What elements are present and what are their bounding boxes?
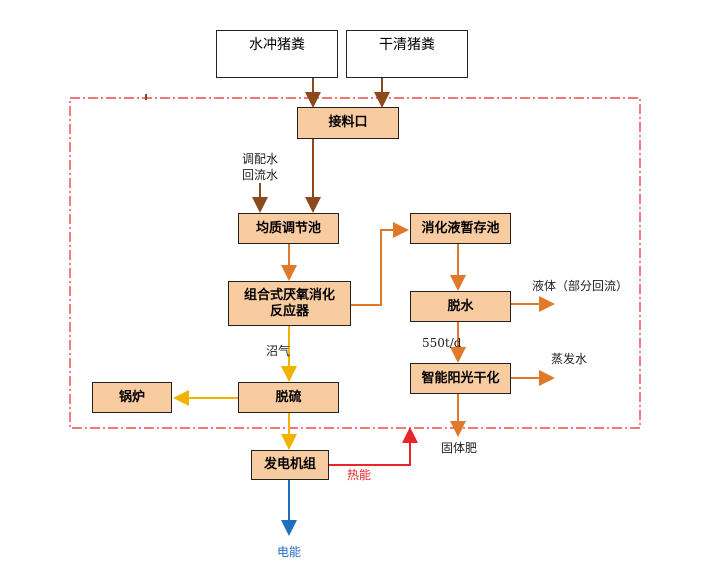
- generator-label: 发电机组: [263, 457, 316, 472]
- intake-box: 接料口: [297, 107, 399, 139]
- dewatering-box: 脱水: [410, 291, 511, 322]
- arrow-generator-heat: [329, 427, 418, 466]
- equalization-box: 均质调节池: [238, 213, 339, 244]
- boiler-box: 锅炉: [92, 382, 172, 413]
- capacity-label: 550t/d: [422, 336, 462, 350]
- mix-water-label-line1: 调配水: [242, 152, 279, 166]
- generator-box: 发电机组: [251, 450, 329, 480]
- mix-water-label-line2: 回流水: [242, 168, 279, 182]
- dewatering-label: 脱水: [447, 298, 474, 314]
- source-water-flush: 水冲猪粪: [216, 30, 338, 78]
- reactor-label-line2: 反应器: [269, 303, 309, 319]
- digestate-tank-label: 消化液暂存池: [421, 220, 500, 236]
- reactor-box: 组合式厌氧消化 反应器: [228, 281, 351, 326]
- liquid-label: 液体（部分回流）: [532, 279, 629, 293]
- digestate-tank-box: 消化液暂存池: [410, 213, 511, 244]
- intake-label: 接料口: [328, 115, 368, 130]
- desulfurization-box: 脱硫: [238, 382, 339, 413]
- source-water-flush-label: 水冲猪粪: [249, 37, 305, 53]
- source-dry-clean: 干清猪粪: [346, 30, 468, 78]
- equalization-label: 均质调节池: [255, 220, 321, 236]
- source-dry-clean-label: 干清猪粪: [379, 37, 435, 53]
- biogas-label: 沼气: [266, 344, 291, 358]
- solar-drying-label: 智能阳光干化: [421, 370, 500, 386]
- desulfurization-label: 脱硫: [275, 389, 302, 405]
- solid-fertilizer-label: 固体肥: [441, 441, 478, 455]
- solar-drying-box: 智能阳光干化: [410, 363, 511, 394]
- arrow-reactor-to-digestate: [351, 222, 409, 306]
- electricity-label: 电能: [277, 545, 302, 559]
- boiler-label: 锅炉: [118, 389, 145, 405]
- heat-label: 热能: [347, 468, 372, 482]
- evaporation-label: 蒸发水: [551, 352, 588, 366]
- system-boundary: [69, 97, 641, 429]
- reactor-label-line1: 组合式厌氧消化: [243, 287, 335, 303]
